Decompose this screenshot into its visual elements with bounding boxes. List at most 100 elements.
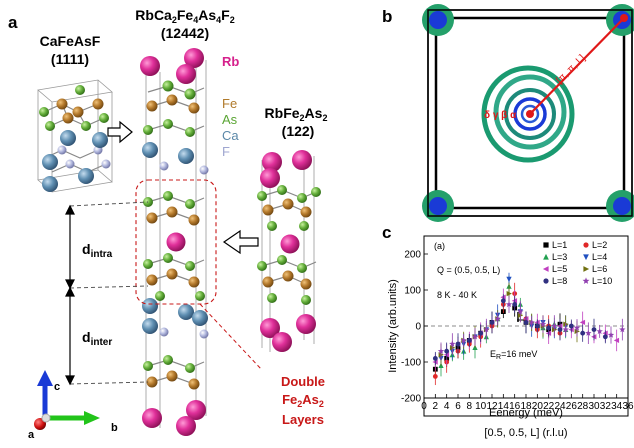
axis-c-label: c [54,381,60,393]
x-tick-label: 24 [554,401,566,412]
y-axis-label: Intensity (arb.units) [387,279,399,373]
data-point [505,301,513,308]
series-l-10 [437,295,626,360]
x-tick-label: 10 [475,401,487,412]
legend-marker [583,242,589,248]
axis-a-label: a [28,429,35,441]
x-tick-label: 12 [486,401,498,412]
compound-122-mid: As [305,105,323,121]
legend-marker [543,242,549,248]
arrow-1111-to-12442 [107,120,133,144]
data-point [437,347,445,354]
compound-12442-mid1: Fe [177,7,194,23]
data-point [506,276,512,283]
data-point [580,330,586,336]
data-point [557,327,563,332]
legend-f: F [222,144,230,159]
x-tick-label: 26 [566,401,578,412]
x-tick-label: 14 [498,401,510,412]
temperature-label: 8 K - 40 K [437,290,477,300]
x-tick-label: 4 [444,401,450,412]
double-layer-pointer [199,303,263,371]
data-point [539,320,547,327]
data-point [602,334,608,340]
data-point [585,329,592,336]
legend-entry: L=6 [592,264,607,274]
legend-marker [582,277,590,284]
compound-12442-sub4: 2 [230,15,235,25]
x-axis-label: Eenergy (meV) [489,407,563,419]
series-l-8 [432,294,608,365]
er-main: E [490,349,496,359]
data-point [455,341,461,347]
compound-1111-code: (1111) [51,51,89,67]
compound-12442-code: (12442) [161,25,209,41]
level-lines [69,201,149,385]
data-point [517,308,524,315]
legend-fe: Fe [222,96,237,111]
compound-12442-mid3: F [221,7,230,23]
data-point [562,326,569,333]
compound-122-code: (122) [282,123,315,139]
compound-122-sub1: 2 [300,113,305,123]
layers-line3: Layers [282,412,324,427]
data-point [432,374,438,379]
compound-12442-sub1: 2 [172,15,177,25]
legend-entry: L=3 [552,252,567,262]
data-point [534,323,540,329]
d-intra-label: dintra [82,241,113,260]
d-intra-main: d [82,241,91,257]
double-layer-box [135,179,217,305]
data-point [489,320,495,325]
compound-122-sub2: 2 [322,113,327,123]
structure-1111 [37,79,113,193]
q-label: Q = (0.5, 0.5, L) [437,265,500,275]
data-point [512,302,518,307]
y-tick-label: -200 [401,394,421,405]
data-point [607,331,615,338]
data-point [546,325,552,331]
data-point [483,326,490,333]
x-tick-label: 30 [588,401,600,412]
x-tick-label: 28 [577,401,589,412]
data-point [460,337,467,344]
band-greek-labels: δ γ β α [484,110,517,121]
data-point [613,337,620,344]
x-tick-label: 36 [622,401,634,412]
legend-as: As [222,112,238,127]
layers-fe: Fe [282,392,297,407]
legend-entry: L=8 [552,276,567,286]
layers-line2: Fe2As2 [282,392,324,409]
panel-b: b [π, π, L] δ γ β α [382,4,634,222]
x-tick-label: 6 [455,401,461,412]
layers-line1: Double [281,374,325,389]
compound-122-name: RbFe2As2 [265,105,328,123]
x-tick-label: 8 [467,401,473,412]
y-tick-label: 200 [404,250,421,261]
legend-marker [543,253,549,260]
legend-entry: L=2 [592,240,607,250]
data-point [528,319,535,326]
legend-entry: L=10 [592,276,612,286]
data-point [500,298,506,304]
compound-12442-prefix: RbCa [135,7,172,23]
x-tick-label: 20 [532,401,544,412]
panel-a-letter: a [8,13,18,32]
layers-sub2: 2 [319,399,324,409]
data-point [444,348,450,354]
compound-12442-name: RbCa2Fe4As4F2 [135,7,234,25]
legend-rb: Rb [222,54,239,69]
legend-entry: L=1 [552,240,567,250]
compound-122-prefix: RbFe [265,105,300,121]
pi-pi-vector [529,17,625,115]
x-tick-label: 0 [421,401,427,412]
arrow-122-to-12442 [222,229,259,255]
panel-c: c (a) Q = (0.5, 0.5, L) 8 K - 40 K ER=16… [382,223,634,439]
data-point [551,322,558,329]
data-point [568,323,574,329]
d-intra-sub: intra [91,249,113,260]
layers-as: As [302,392,319,407]
data-point [471,333,479,340]
